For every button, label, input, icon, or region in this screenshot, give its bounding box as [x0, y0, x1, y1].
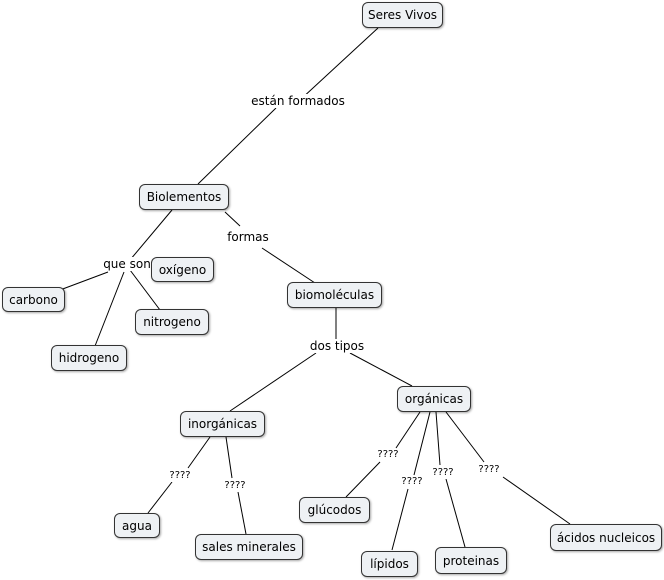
link-dostipos-organicas: [349, 352, 413, 387]
link-q3-glucodos: [345, 461, 381, 498]
concept-biomoleculas[interactable]: biomoléculas: [287, 282, 382, 308]
link-q1-agua: [147, 481, 173, 514]
link-dostipos-inorganicas: [229, 352, 317, 412]
concept-proteinas[interactable]: proteinas: [435, 547, 507, 574]
concept-glucodos[interactable]: glúcodos: [299, 497, 370, 523]
link-estan-biolementos: [197, 107, 277, 185]
link-biolementos-queson: [129, 209, 173, 261]
concept-sales-minerales[interactable]: sales minerales: [195, 534, 303, 560]
link-organicas-q3: [395, 411, 421, 449]
link-label-q-proteinas: ????: [430, 467, 456, 479]
concept-nitrogeno[interactable]: nitrogeno: [135, 309, 209, 335]
link-label-q-agua: ????: [167, 470, 193, 482]
link-organicas-q5: [435, 411, 441, 466]
link-formas-biomoleculas: [261, 247, 316, 284]
link-label-q-sales: ????: [222, 480, 248, 492]
link-queson-carbono: [59, 271, 109, 291]
link-label-estan-formados: están formados: [249, 94, 347, 108]
link-label-que-son: que son: [101, 257, 153, 271]
link-inorganicas-q2: [225, 436, 233, 479]
link-q2-sales: [237, 491, 247, 535]
link-label-q-acidos: ????: [476, 464, 502, 476]
link-queson-nitrogeno: [129, 269, 161, 311]
concept-agua[interactable]: agua: [114, 513, 160, 538]
link-label-formas: formas: [225, 230, 271, 244]
link-q4-lipidos: [391, 488, 409, 551]
link-label-q-glucodos: ????: [375, 449, 401, 461]
link-label-q-lipidos: ????: [399, 476, 425, 488]
link-inorganicas-q1: [187, 436, 211, 469]
link-q6-acidos: [502, 476, 571, 525]
concept-carbono[interactable]: carbono: [2, 287, 65, 312]
concept-lipidos[interactable]: lípidos: [361, 551, 418, 577]
link-organicas-q4: [413, 411, 431, 476]
concept-acidos-nucleicos[interactable]: ácidos nucleicos: [550, 524, 662, 551]
concept-inorganicas[interactable]: inorgánicas: [180, 411, 265, 437]
concept-biolementos[interactable]: Biolementos: [139, 184, 229, 210]
concept-hidrogeno[interactable]: hidrogeno: [51, 345, 127, 371]
link-label-dos-tipos: dos tipos: [307, 339, 367, 353]
concept-oxigeno[interactable]: oxígeno: [151, 257, 214, 282]
concept-seres-vivos[interactable]: Seres Vivos: [362, 2, 443, 28]
concept-organicas[interactable]: orgánicas: [397, 386, 471, 412]
link-seres-estan: [299, 27, 379, 101]
link-biolementos-formas: [224, 211, 241, 227]
link-queson-hidrogeno: [94, 271, 125, 347]
link-q5-proteinas: [445, 478, 466, 548]
link-organicas-q6: [445, 411, 485, 463]
